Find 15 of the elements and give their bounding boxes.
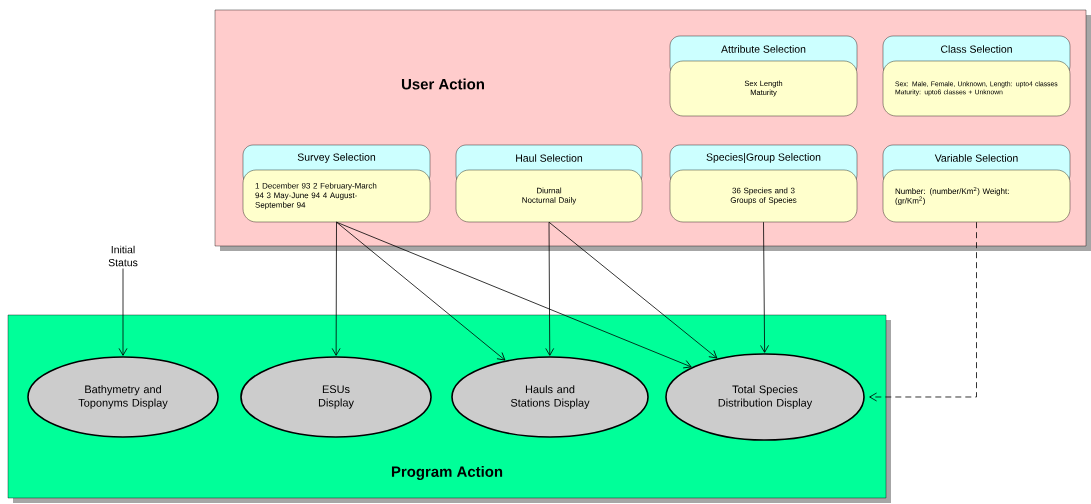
arrow <box>548 221 718 359</box>
node-label: Class Selection <box>940 45 1012 53</box>
arrow <box>869 221 977 402</box>
node-label: Haul Selection <box>516 154 583 162</box>
arrow <box>331 221 341 356</box>
arrow <box>336 221 506 361</box>
arrow <box>118 268 128 356</box>
node-label: Survey Selection <box>297 153 376 163</box>
arrow <box>760 221 769 353</box>
arrow <box>545 221 555 356</box>
arrow <box>336 221 692 369</box>
node-label: Variable Selection <box>934 154 1018 162</box>
node-label: Attribute Selection <box>721 45 806 53</box>
node-label: Species|Group Selection <box>706 153 821 163</box>
status-text: Initial Status <box>108 245 138 267</box>
